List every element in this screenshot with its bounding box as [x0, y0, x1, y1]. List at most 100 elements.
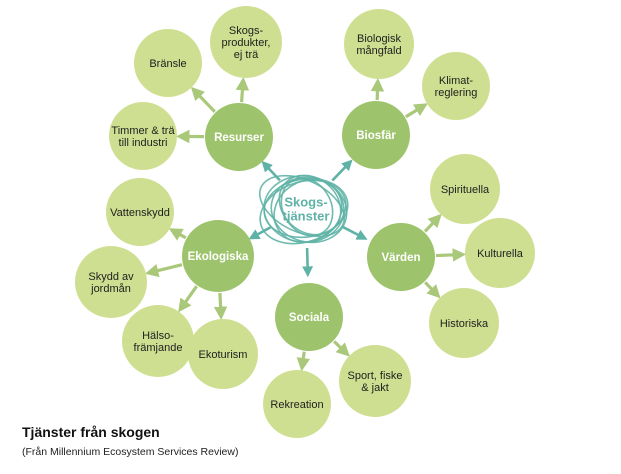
service-label-historiska-line: Historiska: [440, 318, 489, 330]
service-label-bransle: Bränsle: [149, 58, 186, 70]
service-circle: [109, 102, 177, 170]
service-circle: [339, 345, 411, 417]
service-label-rekreation: Rekreation: [270, 399, 323, 411]
service-label-timmer-line: till industri: [119, 137, 168, 149]
service-circle: [429, 288, 499, 358]
center-label-line: Skogs-: [284, 195, 327, 210]
category-label-resurser-line: Resurser: [214, 132, 264, 144]
service-label-halso: Hälso-främjande: [134, 330, 183, 354]
service-label-klimat: Klimat-reglering: [435, 75, 478, 99]
arrow-biosfar-to-biologisk: [370, 77, 385, 101]
service-circle: [263, 370, 331, 438]
category-circle: [342, 101, 410, 169]
service-label-sport-line: Sport, fiske: [347, 370, 402, 382]
category-label-biosfar: Biosfär: [356, 130, 396, 142]
category-node-ekologiska: Ekologiska: [182, 220, 254, 292]
service-label-vattenskydd-line: Vattenskydd: [110, 207, 170, 219]
category-node-varden: Värden: [367, 223, 435, 291]
service-label-biologisk-line: Biologisk: [357, 33, 402, 45]
service-label-klimat-line: reglering: [435, 87, 478, 99]
service-label-halso-line: främjande: [134, 342, 183, 354]
category-label-ekologiska: Ekologiska: [188, 251, 249, 263]
service-label-ekoturism-line: Ekoturism: [199, 349, 248, 361]
arrow-varden-to-kulturella: [435, 248, 467, 262]
category-node-sociala: Sociala: [275, 283, 343, 351]
arrow-ekologiska-to-halso: [178, 285, 198, 313]
service-node-rekreation: Rekreation: [263, 370, 331, 438]
arrow-sociala-to-sport: [333, 340, 350, 357]
service-label-spirituella-line: Spirituella: [441, 184, 490, 196]
center-arrow-varden: [340, 225, 368, 240]
caption-subtitle: (Från Millennium Ecosystem Services Revi…: [22, 446, 239, 458]
arrow-sociala-to-rekreation: [296, 351, 310, 372]
service-circle: [430, 154, 500, 224]
arrow-ekologiska-to-jordman: [144, 263, 183, 278]
service-label-vattenskydd: Vattenskydd: [110, 207, 170, 219]
service-label-kulturella: Kulturella: [477, 248, 524, 260]
center-scribble-ring: [259, 179, 347, 245]
category-label-resurser: Resurser: [214, 132, 264, 144]
service-node-spirituella: Spirituella: [430, 154, 500, 224]
service-circle: [75, 246, 147, 318]
service-label-historiska: Historiska: [440, 318, 489, 330]
category-circle: [367, 223, 435, 291]
center-node: Skogs-tjänster: [258, 174, 349, 245]
service-label-skogsprodukter-line: ej trä: [234, 49, 259, 61]
center-label-line: tjänster: [283, 209, 330, 224]
center-scribble-ring: [280, 177, 334, 237]
service-node-vattenskydd: Vattenskydd: [106, 178, 174, 246]
service-label-timmer-line: Timmer & trä: [111, 125, 175, 137]
service-label-spirituella: Spirituella: [441, 184, 490, 196]
service-label-skogsprodukter: Skogs-produkter,ej trä: [222, 25, 271, 61]
category-label-ekologiska-line: Ekologiska: [188, 251, 249, 263]
category-circle: [275, 283, 343, 351]
category-label-varden-line: Värden: [382, 252, 421, 264]
arrow-resurser-to-bransle: [190, 86, 216, 113]
category-label-sociala-line: Sociala: [289, 312, 330, 324]
service-label-klimat-line: Klimat-: [439, 75, 474, 87]
service-label-jordman-line: jordmån: [90, 283, 131, 295]
arrow-ekologiska-to-vattenskydd: [168, 228, 187, 241]
arrow-varden-to-spirituella: [423, 213, 442, 233]
center-arrow-resurser: [261, 160, 281, 182]
service-node-historiska: Historiska: [429, 288, 499, 358]
category-label-biosfar-line: Biosfär: [356, 130, 396, 142]
service-label-skogsprodukter-line: produkter,: [222, 37, 271, 49]
service-node-ekoturism: Ekoturism: [188, 319, 258, 389]
arrow-ekologiska-to-ekoturism: [213, 292, 228, 321]
arrow-varden-to-historiska: [424, 281, 441, 299]
service-circle: [122, 305, 194, 377]
service-circle: [422, 52, 490, 120]
service-circle: [344, 9, 414, 79]
service-circle: [188, 319, 258, 389]
service-label-kulturella-line: Kulturella: [477, 248, 524, 260]
service-node-skogsprodukter: Skogs-produkter,ej trä: [210, 6, 282, 78]
service-node-halso: Hälso-främjande: [122, 305, 194, 377]
category-node-resurser: Resurser: [205, 103, 273, 171]
center-scribble-ring: [270, 176, 348, 244]
center-scribble-ring: [258, 174, 346, 238]
center-arrow-biosfar: [331, 159, 353, 182]
service-node-kulturella: Kulturella: [465, 218, 535, 288]
service-node-sport: Sport, fiske& jakt: [339, 345, 411, 417]
service-label-bransle-line: Bränsle: [149, 58, 186, 70]
service-label-ekoturism: Ekoturism: [199, 349, 248, 361]
arrow-resurser-to-skogsprodukter: [235, 76, 250, 103]
service-label-sport-line: & jakt: [361, 382, 389, 394]
service-circle: [465, 218, 535, 288]
center-arrow-sociala: [302, 247, 314, 278]
service-label-biologisk-line: mångfald: [356, 45, 401, 57]
category-node-biosfar: Biosfär: [342, 101, 410, 169]
category-circle: [182, 220, 254, 292]
category-label-varden: Värden: [382, 252, 421, 264]
arrow-biosfar-to-klimat: [405, 103, 428, 119]
arrows-layer: [144, 76, 467, 372]
